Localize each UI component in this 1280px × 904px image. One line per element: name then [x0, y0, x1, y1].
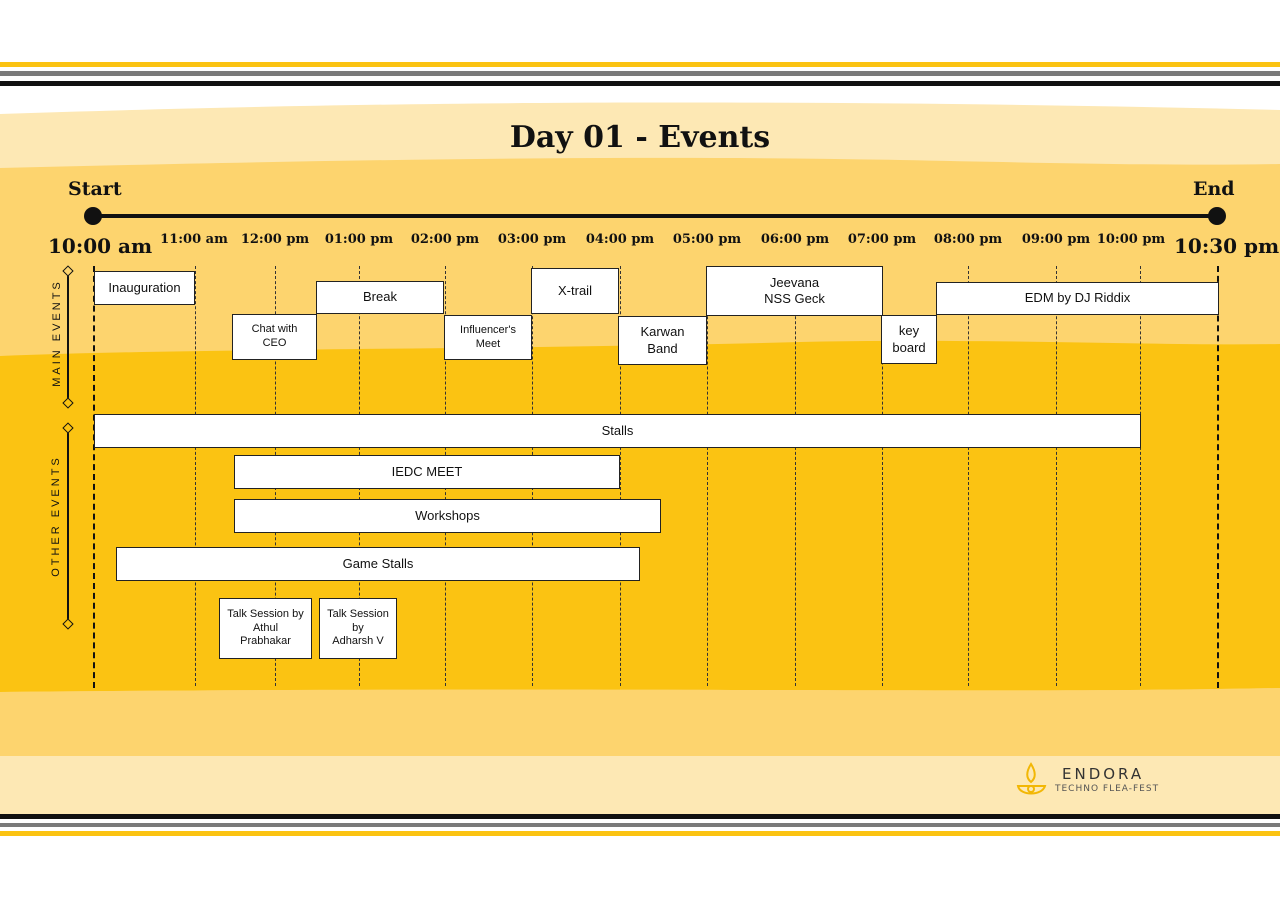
gridline [707, 266, 708, 686]
start-time: 10:00 am [48, 234, 153, 258]
gridline [195, 266, 196, 686]
tick-label: 01:00 pm [324, 232, 394, 247]
tick-label: 04:00 pm [585, 232, 655, 247]
tick-label: 05:00 pm [672, 232, 742, 247]
event-talk-adharsh-v[interactable]: Talk Session by Adharsh V [319, 598, 397, 659]
event-chat-with-ceo[interactable]: Chat with CEO [232, 314, 317, 360]
event-influencers-meet[interactable]: Influencer's Meet [444, 315, 532, 360]
top-stripe-grey [0, 71, 1280, 76]
other-events-bracket [67, 428, 69, 624]
other-events-label: OTHER EVENTS [50, 455, 62, 577]
event-karwan-band[interactable]: Karwan Band [618, 316, 707, 365]
gridline [795, 266, 796, 686]
tick-label: 07:00 pm [847, 232, 917, 247]
gridline [1056, 266, 1057, 686]
event-inauguration[interactable]: Inauguration [94, 271, 195, 305]
gridline [620, 266, 621, 686]
main-events-bracket [67, 270, 69, 404]
bottom-stripe-black [0, 814, 1280, 819]
top-stripe-black [0, 81, 1280, 86]
event-game-stalls[interactable]: Game Stalls [116, 547, 640, 581]
timeline-start-dot [84, 207, 102, 225]
bottom-stripe-grey [0, 823, 1280, 827]
tick-label: 10:00 pm [1096, 232, 1166, 247]
page-title: Day 01 - Events [509, 120, 771, 155]
gridline [968, 266, 969, 686]
bottom-stripe-yellow [0, 831, 1280, 836]
gridline [1140, 266, 1141, 686]
event-workshops[interactable]: Workshops [234, 499, 661, 533]
logo-name: ENDORA [1062, 765, 1145, 783]
event-jeevana-nss-geck[interactable]: Jeevana NSS Geck [706, 266, 883, 316]
main-events-label: MAIN EVENTS [51, 279, 63, 387]
background-waves [0, 102, 1280, 816]
end-label: End [1193, 178, 1235, 200]
top-stripe-yellow [0, 62, 1280, 67]
end-time: 10:30 pm [1174, 234, 1280, 258]
event-x-trail[interactable]: X-trail [531, 268, 619, 314]
event-keyboard[interactable]: key board [881, 315, 937, 364]
event-iedc-meet[interactable]: IEDC MEET [234, 455, 620, 489]
tick-label: 08:00 pm [933, 232, 1003, 247]
gridline-end [1217, 266, 1219, 688]
tick-label: 11:00 am [160, 232, 228, 247]
tick-label: 03:00 pm [497, 232, 567, 247]
event-edm-dj-riddix[interactable]: EDM by DJ Riddix [936, 282, 1219, 315]
timeline-end-dot [1208, 207, 1226, 225]
event-stalls[interactable]: Stalls [94, 414, 1141, 448]
lamp-icon [1016, 762, 1047, 795]
start-label: Start [68, 178, 122, 200]
tick-label: 06:00 pm [760, 232, 830, 247]
tick-label: 12:00 pm [240, 232, 310, 247]
event-talk-athul-prabhakar[interactable]: Talk Session by Athul Prabhakar [219, 598, 312, 659]
tick-label: 02:00 pm [410, 232, 480, 247]
gridline [882, 266, 883, 686]
gridline-start [93, 266, 95, 688]
event-break[interactable]: Break [316, 281, 444, 314]
tick-label: 09:00 pm [1021, 232, 1091, 247]
logo-tagline: TECHNO FLEA-FEST [1055, 784, 1160, 794]
timeline-axis [93, 214, 1217, 218]
